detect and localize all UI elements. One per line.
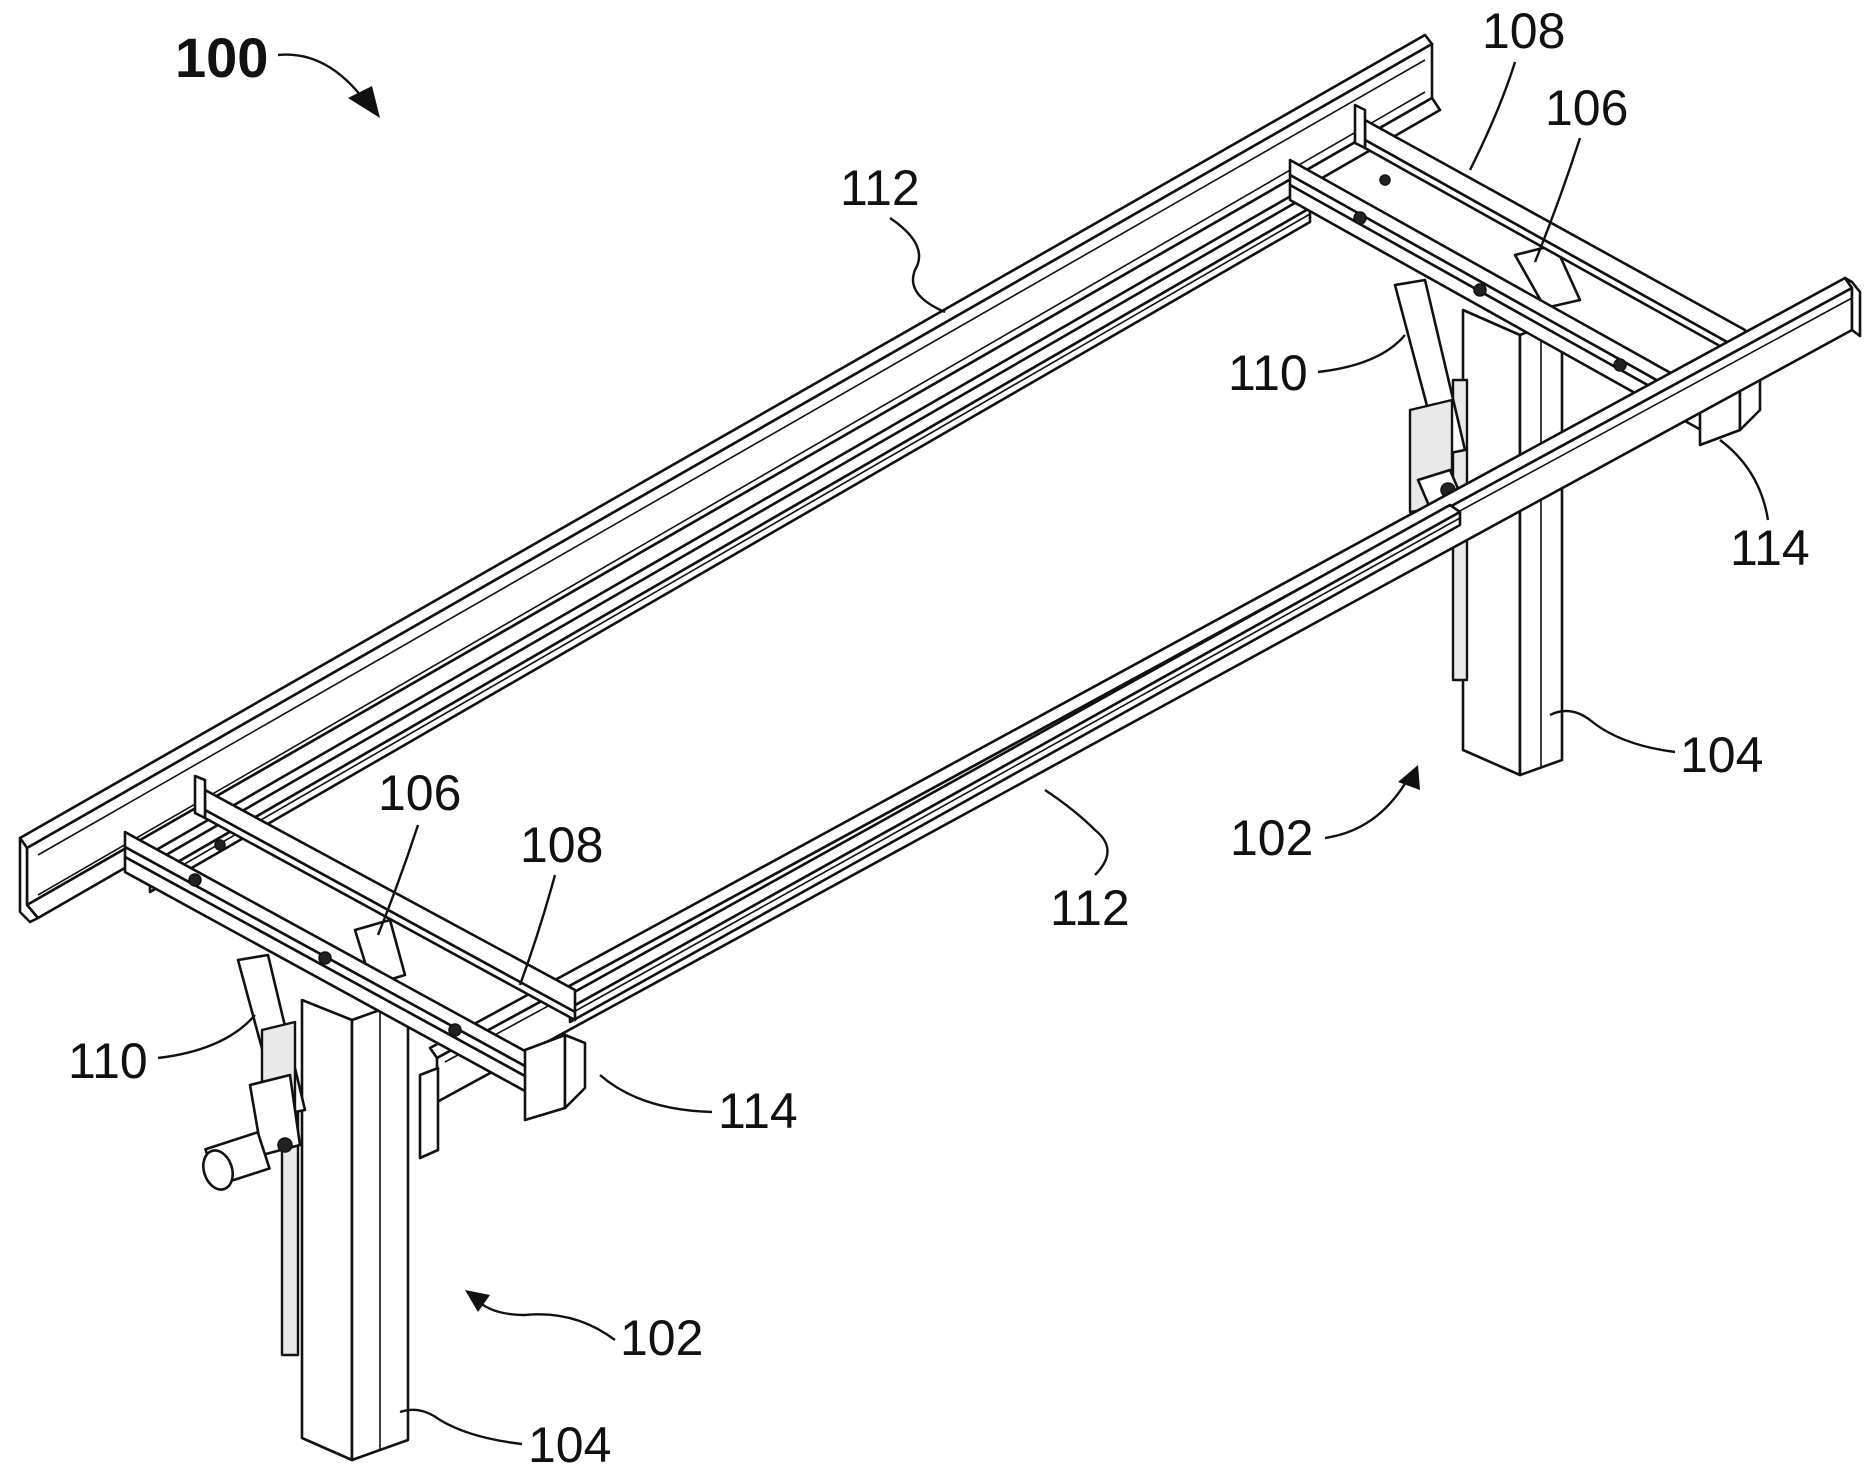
leader-leg-right	[1549, 709, 1676, 754]
label-bracket-left: 114	[718, 1083, 798, 1139]
right-leg-assembly	[1288, 103, 1762, 777]
leader-bracket-left	[599, 1074, 713, 1114]
figure-reference-arrowhead	[348, 86, 380, 118]
label-rail-front: 112	[1050, 880, 1130, 936]
leader-leg-left	[399, 1408, 523, 1446]
label-crossbar-right: 108	[1482, 3, 1565, 59]
arrowhead-assembly-right	[1398, 765, 1420, 790]
label-crossbar-left: 108	[520, 817, 603, 873]
leader-assembly-right	[1324, 774, 1412, 840]
leader-assembly-left	[474, 1297, 616, 1341]
label-brace-plate-right: 106	[1545, 80, 1628, 136]
label-leg-left: 104	[528, 1417, 611, 1472]
leader-bracket-right	[1719, 439, 1770, 521]
arrowhead-assembly-left	[465, 1290, 490, 1312]
label-bracket-right: 114	[1730, 520, 1810, 576]
label-assembly-right: 102	[1230, 810, 1313, 866]
leader-crossbar-left	[518, 874, 557, 986]
label-brace-left: 110	[68, 1033, 148, 1089]
leader-brace-plate-right	[1533, 137, 1582, 263]
leader-rail-top	[889, 217, 946, 314]
inner-front-rail	[558, 503, 1462, 1024]
leader-brace-plate-left	[376, 824, 420, 936]
label-rail-top: 112	[840, 160, 920, 216]
right-leg-front	[1461, 308, 1522, 777]
label-brace-right: 110	[1228, 345, 1308, 401]
leader-brace-left	[157, 1014, 256, 1060]
leader-crossbar-right	[1468, 61, 1517, 171]
leader-rail-front	[1044, 789, 1109, 876]
left-bracket	[523, 1033, 567, 1122]
label-leg-right: 104	[1680, 727, 1763, 783]
figure-reference-label: 100	[175, 26, 268, 89]
back-rail	[18, 33, 1442, 924]
label-assembly-left: 102	[620, 1310, 703, 1366]
left-leg-front	[300, 998, 354, 1462]
left-leg-assembly	[123, 774, 587, 1462]
inner-back-rail	[138, 198, 1312, 894]
leader-brace-right	[1317, 334, 1406, 374]
label-brace-plate-left: 106	[378, 765, 461, 821]
